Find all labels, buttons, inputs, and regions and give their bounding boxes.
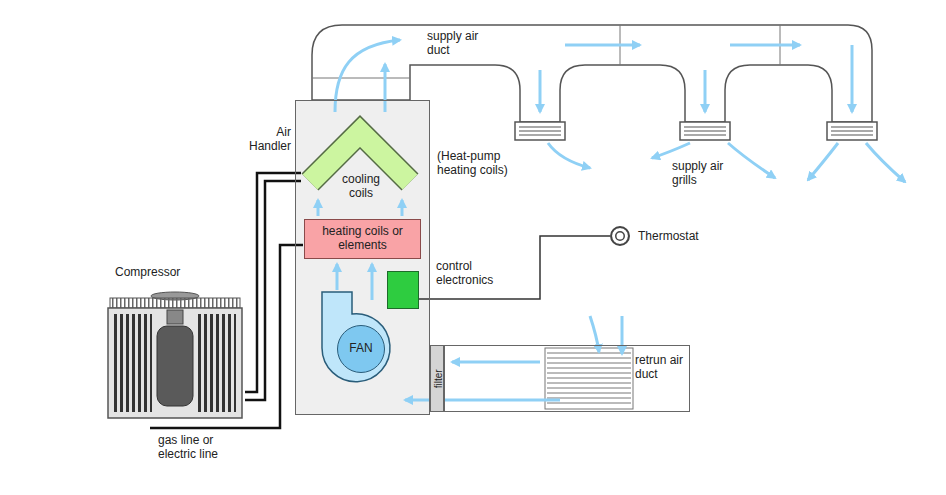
handler-cabinet: [295, 100, 430, 415]
grill-slats: [519, 127, 561, 135]
node-label: supply air duct: [427, 30, 493, 58]
node-label: FAN: [339, 342, 383, 356]
return-duct-ground: [444, 345, 690, 412]
node-label: retrun air duct: [635, 354, 689, 382]
airflow-arrow: [317, 200, 320, 216]
cooling-coils: cooling coils: [301, 119, 421, 201]
grille-slats: [547, 353, 631, 403]
node-label: Air Handler: [239, 126, 291, 154]
fan-motor: [167, 310, 183, 324]
airflow-arrow: [336, 264, 339, 290]
airflow-arrow: [652, 143, 690, 158]
label-anchor: gas line or electric line: [158, 434, 254, 462]
supply-grill: [515, 122, 565, 140]
compressor-cabinet: [108, 308, 242, 418]
grill-slats: [831, 127, 873, 135]
airflow-arrow: [371, 264, 374, 300]
heating-coils-box: heating coils or elements: [304, 219, 421, 259]
airflow-arrow: [405, 399, 560, 402]
line-label: gas line or electric line: [158, 434, 254, 462]
grill-label: supply air grills: [672, 160, 732, 188]
duct-joint: [312, 78, 410, 79]
node-label: cooling coils: [336, 173, 386, 201]
node-label: Thermostat: [638, 230, 718, 244]
airflow-arrow: [730, 44, 800, 47]
airflow-arrow: [539, 70, 542, 112]
airflow-arrow: [401, 200, 404, 216]
node-label: Compressor: [115, 266, 225, 280]
node-label: heating coils or elements: [310, 225, 415, 253]
compressor-cylinder: [157, 326, 193, 406]
thermostat-dial: Thermostat: [610, 226, 630, 246]
label-anchor: supply air grills: [672, 160, 732, 188]
airflow-arrow: [548, 143, 590, 168]
airflow-arrow: [384, 64, 387, 112]
heat-pump-note: (Heat-pump heating coils): [437, 150, 519, 178]
airflow-arrow: [808, 143, 838, 180]
control-electronics-box: control electronics: [387, 271, 419, 309]
node-label: control electronics: [436, 260, 508, 288]
filter-bar: filter: [430, 345, 444, 412]
supply-grill: [827, 122, 877, 140]
airflow-arrow: [621, 316, 624, 354]
airflow-arrow: [851, 45, 854, 112]
node-label: filter: [432, 345, 444, 412]
airflow-arrow: [866, 143, 905, 182]
grill-slats: [684, 127, 726, 135]
refrigerant-line: [245, 173, 301, 392]
thermostat-wire: [419, 236, 610, 299]
condenser-fins: [198, 314, 236, 412]
blower-housing: [322, 292, 390, 382]
airflow-arrow: [452, 361, 540, 364]
air-handler-box: Air Handlercooling coilsheating coils or…: [295, 100, 430, 415]
airflow-arrow: [590, 316, 599, 352]
compressor-unit: Compressor: [105, 292, 245, 420]
airflow-arrow: [728, 143, 775, 178]
compressor-top-grille: [110, 298, 240, 308]
refrigerant-line: [245, 181, 301, 400]
supply-air-duct: supply air duct: [425, 28, 495, 60]
label-anchor: (Heat-pump heating coils): [437, 150, 519, 178]
fan-circle: FAN: [337, 325, 385, 373]
return-air-duct: retrun air duct: [444, 345, 690, 412]
supply-grill: [680, 122, 730, 140]
airflow-arrow: [704, 70, 707, 112]
condenser-fins: [114, 314, 152, 412]
airflow-arrow: [565, 44, 640, 47]
airflow-arrow: [335, 40, 400, 112]
